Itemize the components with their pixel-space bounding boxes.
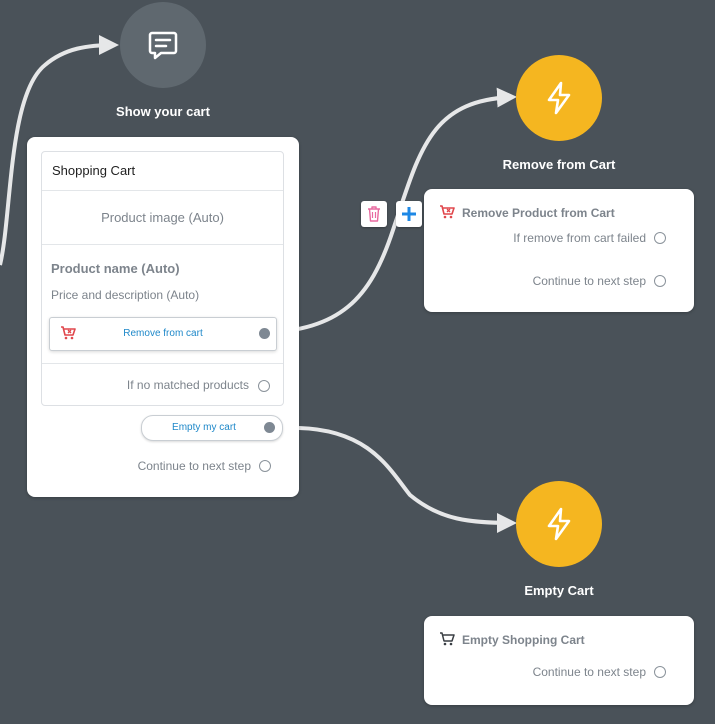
add-button[interactable] (396, 201, 422, 227)
remove-from-cart-label: Remove from cart (123, 328, 203, 339)
empty-cart-node[interactable] (516, 481, 602, 567)
cart-icon (440, 632, 455, 646)
shopping-cart-card[interactable]: Shopping Cart Product image (Auto) Produ… (27, 137, 299, 497)
remove-product-card[interactable]: Remove Product from Cart If remove from … (424, 189, 694, 312)
show-cart-title: Show your cart (116, 104, 210, 119)
empty-continue-port[interactable] (654, 666, 666, 678)
empty-my-cart-button[interactable]: Empty my cart (141, 415, 283, 441)
lightning-icon (547, 507, 571, 541)
remove-failed-label: If remove from cart failed (513, 231, 646, 245)
cart-remove-icon (440, 205, 455, 219)
remove-failed-port[interactable] (654, 232, 666, 244)
continue-port[interactable] (259, 460, 271, 472)
remove-continue-label: Continue to next step (532, 274, 646, 288)
empty-connector-port[interactable] (264, 422, 275, 433)
delete-button[interactable] (361, 201, 387, 227)
remove-from-cart-node[interactable] (516, 55, 602, 141)
product-name: Product name (Auto) (51, 261, 180, 276)
cart-header-label: Shopping Cart (52, 163, 136, 178)
remove-from-cart-button[interactable]: Remove from cart (49, 317, 277, 351)
remove-continue-port[interactable] (654, 275, 666, 287)
empty-my-cart-label: Empty my cart (172, 422, 236, 433)
product-image-placeholder: Product image (Auto) (42, 191, 283, 245)
connector-empty (298, 426, 517, 533)
empty-continue-label: Continue to next step (532, 665, 646, 679)
empty-cart-title: Empty Cart (524, 583, 594, 598)
lightning-icon (547, 81, 571, 115)
divider (42, 363, 283, 364)
empty-shopping-cart-card[interactable]: Empty Shopping Cart Continue to next ste… (424, 616, 694, 705)
remove-product-title: Remove Product from Cart (462, 206, 615, 220)
continue-label: Continue to next step (137, 459, 251, 473)
cart-gallery: Shopping Cart Product image (Auto) Produ… (41, 151, 284, 406)
show-cart-node[interactable] (120, 2, 206, 88)
plus-icon (402, 207, 416, 221)
remove-connector-port[interactable] (259, 328, 270, 339)
empty-shopping-cart-title: Empty Shopping Cart (462, 633, 585, 647)
chat-message-icon (148, 31, 178, 60)
no-match-label: If no matched products (126, 378, 249, 392)
product-image-label: Product image (Auto) (101, 210, 224, 225)
no-match-port[interactable] (258, 380, 270, 392)
trash-icon (368, 206, 380, 222)
remove-from-cart-title: Remove from Cart (502, 157, 616, 172)
cart-remove-icon (61, 326, 76, 340)
product-description: Price and description (Auto) (51, 288, 200, 302)
cart-header: Shopping Cart (42, 152, 283, 191)
